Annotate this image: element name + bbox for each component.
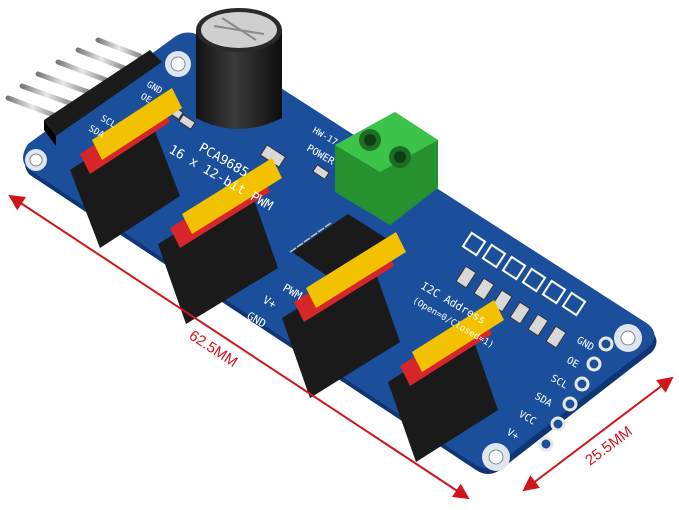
right-pin-vplus: V+ — [505, 427, 521, 443]
length-label: 62.5MM — [186, 327, 241, 371]
right-pin-oe: OE — [565, 355, 581, 371]
left-pin-oe: OE — [139, 92, 153, 106]
width-label: 25.5MM — [582, 423, 636, 469]
left-angled-header — [5, 37, 162, 146]
electrolytic-capacitor — [196, 8, 282, 129]
mounting-holes — [25, 51, 642, 471]
